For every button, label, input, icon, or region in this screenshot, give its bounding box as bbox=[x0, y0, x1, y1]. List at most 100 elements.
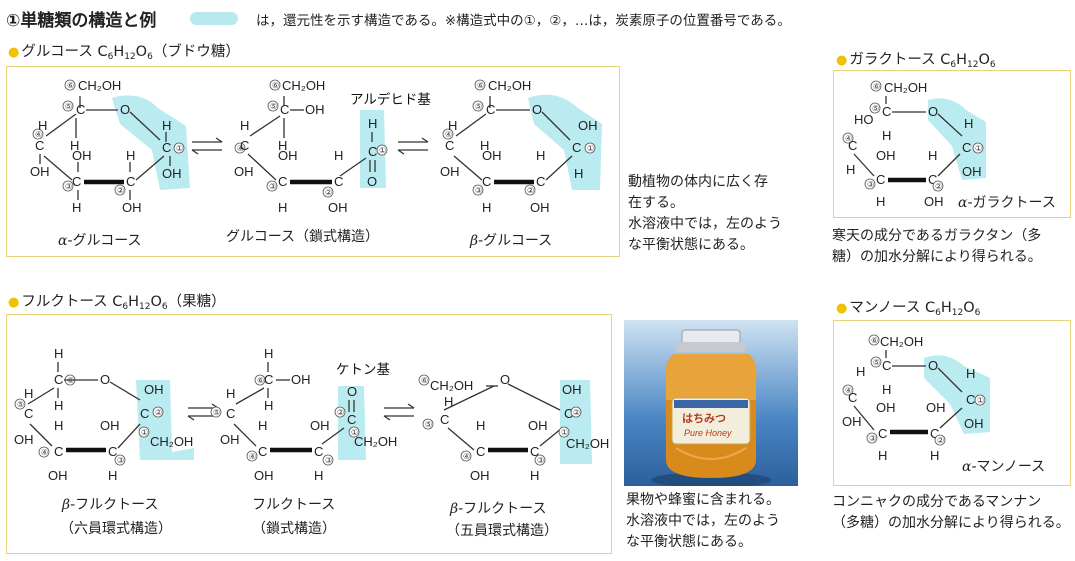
svg-text:OH: OH bbox=[254, 468, 274, 483]
svg-text:H: H bbox=[476, 418, 485, 433]
svg-text:O: O bbox=[347, 384, 357, 399]
svg-text:④: ④ bbox=[237, 144, 244, 153]
svg-text:OH: OH bbox=[278, 148, 298, 163]
highlight-aldehyde bbox=[360, 110, 386, 188]
glucose-aka: （ブドウ糖） bbox=[152, 44, 240, 60]
svg-text:H: H bbox=[482, 200, 491, 215]
svg-text:H: H bbox=[54, 346, 63, 361]
svg-text:H: H bbox=[108, 468, 117, 483]
svg-text:OH: OH bbox=[842, 414, 862, 429]
svg-text:④: ④ bbox=[249, 452, 256, 461]
alpha-glucose-caption: α-グルコース bbox=[58, 233, 142, 249]
svg-text:OH: OH bbox=[964, 416, 984, 431]
svg-text:H: H bbox=[536, 148, 545, 163]
svg-text:OH: OH bbox=[924, 194, 944, 209]
svg-text:H: H bbox=[928, 148, 937, 163]
glucose-name: グルコース bbox=[21, 44, 93, 60]
svg-text:CH₂OH: CH₂OH bbox=[884, 80, 927, 95]
svg-text:C: C bbox=[928, 172, 937, 187]
svg-text:H: H bbox=[72, 200, 81, 215]
svg-text:OH: OH bbox=[876, 148, 896, 163]
svg-text:CH₂OH: CH₂OH bbox=[566, 436, 609, 451]
svg-text:⑥: ⑥ bbox=[257, 376, 264, 385]
svg-text:OH: OH bbox=[305, 102, 325, 117]
svg-text:C: C bbox=[278, 174, 287, 189]
glucose-description: 動植物の体内に広く存 在する。 水溶液中では，左のよう な平衡状態にある。 bbox=[628, 174, 782, 253]
svg-text:⑤: ⑤ bbox=[425, 420, 432, 429]
svg-text:H: H bbox=[226, 386, 235, 401]
svg-text:C: C bbox=[476, 444, 485, 459]
svg-text:H: H bbox=[162, 118, 171, 133]
svg-text:C: C bbox=[264, 372, 273, 387]
svg-text:O: O bbox=[120, 102, 130, 117]
svg-text:C: C bbox=[878, 426, 887, 441]
svg-text:H: H bbox=[368, 116, 377, 131]
svg-text:H: H bbox=[24, 386, 33, 401]
aldehyde-group-label: アルデヒド基 bbox=[350, 91, 431, 107]
svg-text:C: C bbox=[35, 138, 44, 153]
svg-text:②: ② bbox=[935, 182, 942, 191]
svg-text:O: O bbox=[500, 372, 510, 387]
svg-text:CH₂OH: CH₂OH bbox=[354, 434, 397, 449]
svg-text:OH: OH bbox=[876, 400, 896, 415]
beta-fructose-five-caption: β-フルクトース bbox=[450, 501, 547, 517]
svg-text:⑤: ⑤ bbox=[213, 408, 220, 417]
honey-jar-photo: はちみつ Pure Honey bbox=[624, 320, 798, 486]
svg-text:OH: OH bbox=[328, 200, 348, 215]
svg-text:②: ② bbox=[527, 186, 534, 195]
highlight-fructose-six bbox=[136, 380, 194, 460]
highlight-legend-swatch bbox=[190, 12, 238, 25]
svg-text:H: H bbox=[480, 138, 489, 153]
svg-text:②: ② bbox=[337, 408, 344, 417]
svg-text:C: C bbox=[226, 406, 235, 421]
beta-fructose-six-caption: β-フルクトース bbox=[62, 497, 159, 513]
svg-text:H: H bbox=[882, 128, 891, 143]
svg-text:H: H bbox=[314, 468, 323, 483]
svg-text:H: H bbox=[444, 394, 453, 409]
svg-text:C: C bbox=[280, 102, 289, 117]
alpha-galactose-caption: α-ガラクトース bbox=[958, 195, 1056, 211]
svg-text:HO: HO bbox=[854, 112, 874, 127]
mannose-description: コンニャクの成分であるマンナン （多糖）の加水分解により得られる。 bbox=[832, 494, 1070, 531]
svg-text:CH₂OH: CH₂OH bbox=[880, 334, 923, 349]
highlight-ketone bbox=[338, 386, 366, 460]
svg-text:Pure Honey: Pure Honey bbox=[684, 428, 732, 438]
svg-text:OH: OH bbox=[926, 400, 946, 415]
svg-text:H: H bbox=[846, 162, 855, 177]
svg-text:②: ② bbox=[325, 188, 332, 197]
fructose-chain-structure: H ⑥ C OH H ⑤ H C OH C ④ C ③ H OH OH H O … bbox=[210, 346, 397, 483]
svg-text:④: ④ bbox=[845, 386, 852, 395]
svg-text:H: H bbox=[876, 194, 885, 209]
svg-text:①: ① bbox=[379, 146, 386, 155]
svg-text:C: C bbox=[440, 412, 449, 427]
svg-text:OH: OH bbox=[48, 468, 68, 483]
svg-text:⑤: ⑤ bbox=[65, 102, 72, 111]
svg-text:C: C bbox=[347, 412, 356, 427]
svg-text:C: C bbox=[930, 426, 939, 441]
svg-text:①: ① bbox=[351, 428, 358, 437]
svg-text:CH₂OH: CH₂OH bbox=[430, 378, 473, 393]
svg-text:③: ③ bbox=[475, 186, 482, 195]
svg-text:H: H bbox=[882, 382, 891, 397]
equilibrium-arrow-2 bbox=[397, 137, 429, 155]
svg-text:CH₂OH: CH₂OH bbox=[150, 434, 193, 449]
glucose-formula: C6H12O6 bbox=[97, 44, 153, 62]
svg-text:C: C bbox=[24, 406, 33, 421]
highlight-alpha-glucose bbox=[112, 95, 190, 190]
svg-text:OH: OH bbox=[72, 148, 92, 163]
svg-text:H: H bbox=[38, 118, 47, 133]
svg-text:OH: OH bbox=[440, 164, 460, 179]
svg-text:③: ③ bbox=[65, 182, 72, 191]
svg-text:②: ② bbox=[937, 436, 944, 445]
fructose-aka: （果糖） bbox=[167, 294, 226, 310]
svg-text:はちみつ: はちみつ bbox=[682, 412, 726, 425]
bullet-icon: ● bbox=[836, 301, 848, 316]
svg-text:②: ② bbox=[573, 408, 580, 417]
svg-text:H: H bbox=[574, 166, 583, 181]
mannose-name: マンノース bbox=[849, 300, 921, 316]
svg-text:OH: OH bbox=[578, 118, 598, 133]
svg-text:H: H bbox=[258, 418, 267, 433]
fructose-chain-sub: （鎖式構造） bbox=[252, 521, 336, 537]
svg-text:C: C bbox=[486, 102, 495, 117]
svg-text:④: ④ bbox=[41, 448, 48, 457]
